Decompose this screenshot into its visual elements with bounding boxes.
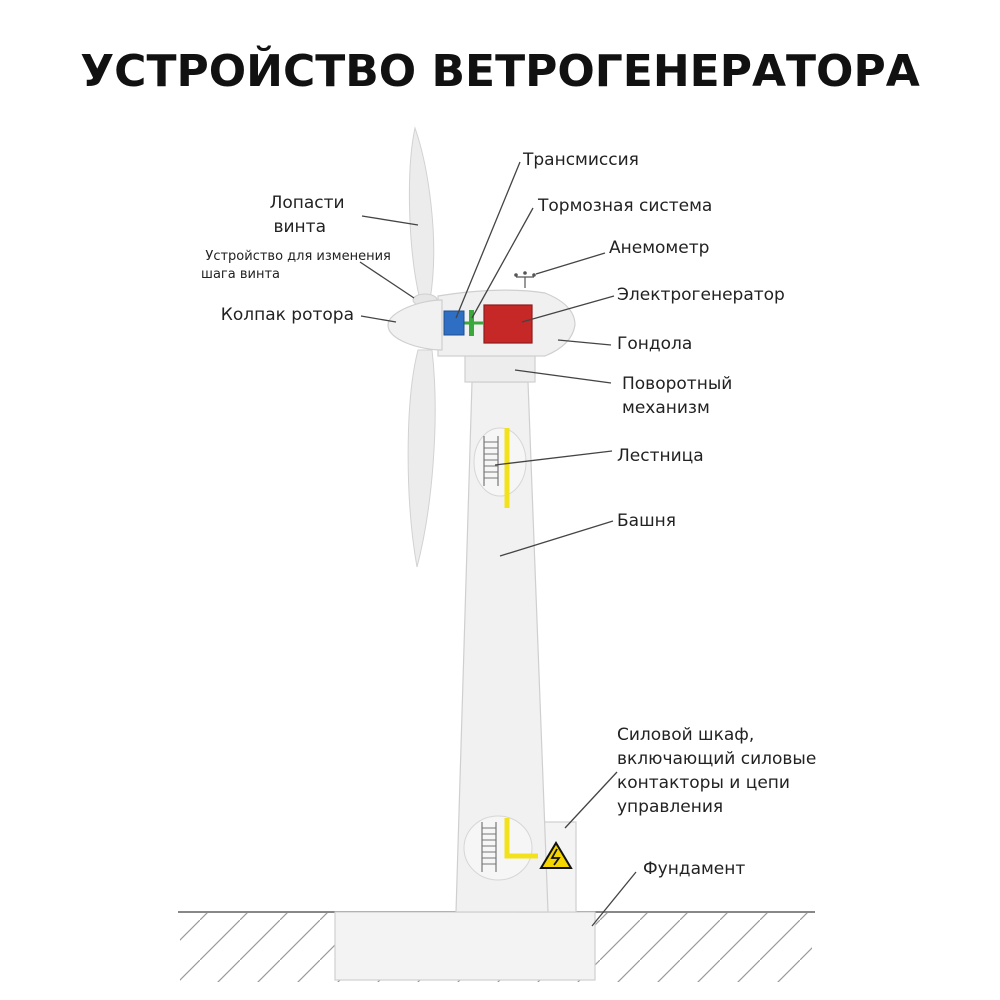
- leader-pitch: [359, 261, 415, 299]
- label-transmission: Трансмиссия: [522, 150, 639, 170]
- label-ladder: Лестница: [617, 446, 704, 466]
- transmission: [443, 310, 465, 336]
- label-foundation: Фундамент: [643, 859, 745, 879]
- anemometer-icon: [514, 271, 536, 288]
- tower-cable-lower: [504, 818, 538, 859]
- yaw-mechanism: [464, 351, 536, 383]
- high-voltage-warning-icon: [539, 841, 573, 869]
- page-title: УСТРОЙСТВО ВЕТРОГЕНЕРАТОРА: [80, 44, 920, 97]
- label-cabinet: Силовой шкаф, включающий силовые контакт…: [617, 725, 822, 817]
- blade-bottom: [407, 349, 436, 568]
- blade-top: [408, 126, 435, 301]
- generator: [483, 304, 533, 344]
- foundation-block: [334, 911, 596, 981]
- lower-ladder: [463, 815, 533, 881]
- label-generator: Электрогенератор: [617, 285, 785, 305]
- leader-tower: [499, 520, 614, 557]
- upper-ladder: [473, 427, 527, 497]
- leader-anemometer: [535, 252, 606, 275]
- label-tower: Башня: [617, 511, 676, 531]
- leader-nacelle: [557, 339, 612, 346]
- leader-foundation: [591, 871, 637, 927]
- leader-cabinet: [564, 771, 618, 829]
- rotor-hub: [387, 299, 443, 351]
- leader-generator: [521, 295, 615, 323]
- leader-brake: [471, 207, 534, 319]
- leader-hub: [360, 315, 397, 323]
- label-hub: Колпак ротора: [221, 305, 354, 325]
- leader-transmission: [455, 161, 521, 319]
- leader-blades: [361, 215, 419, 226]
- label-brake: Тормозная система: [537, 196, 712, 216]
- leader-ladder: [494, 450, 613, 466]
- leader-yaw: [514, 369, 612, 384]
- label-blades: Лопасти винта: [270, 193, 350, 237]
- label-pitch: Устройство для изменения шага винта: [201, 249, 395, 282]
- label-nacelle: Гондола: [617, 334, 692, 354]
- label-yaw: Поворотный механизм: [622, 374, 738, 418]
- label-anemometer: Анемометр: [609, 238, 709, 258]
